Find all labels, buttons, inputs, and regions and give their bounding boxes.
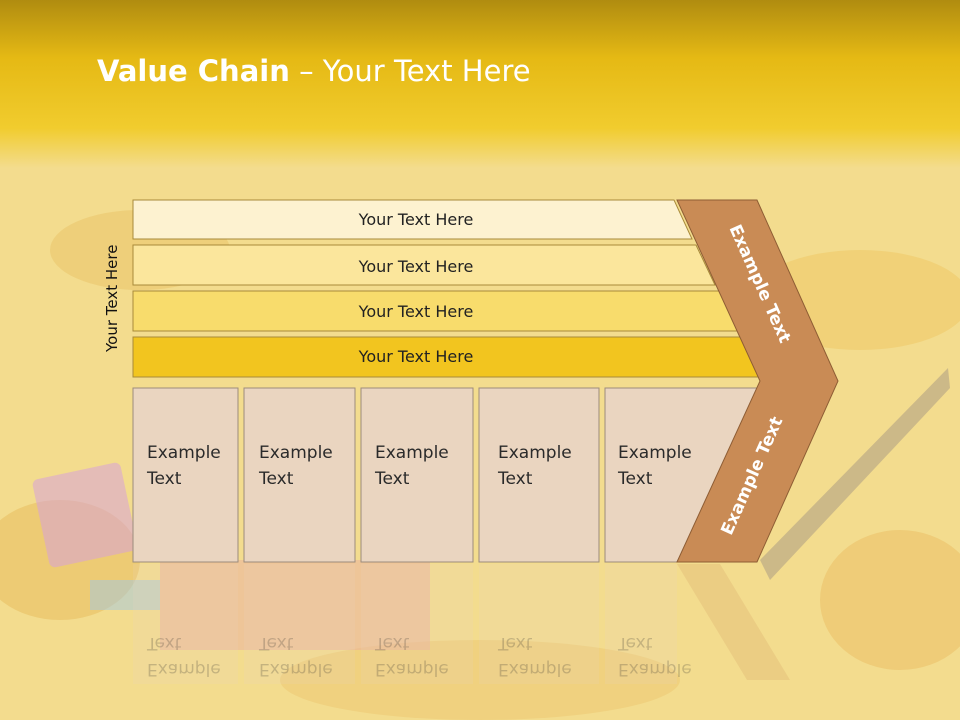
primary-box-2 [243,387,356,563]
primary-box-1-reflection: Example Text [147,630,237,682]
reflection-3-line2: Text [375,633,410,653]
boxes-reflection [133,564,790,684]
primary-box-3-line1: Example [375,443,449,463]
support-bar-1 [132,199,693,240]
primary-box-1-line1: Example [147,443,221,463]
reflection-2-line2: Text [259,633,294,653]
reflection-3-line1: Example [375,659,449,679]
primary-box-4 [478,387,600,563]
support-bar-2-label: Your Text Here [358,257,474,276]
primary-box-4-line2: Text [498,469,533,489]
reflection-5-line2: Text [618,633,653,653]
reflection-4-line2: Text [498,633,533,653]
primary-box-1 [132,387,239,563]
primary-box-5-reflection: Example Text [618,630,708,682]
title-bold: Value Chain [97,54,290,88]
primary-box-2-line2: Text [259,469,294,489]
primary-box-3-line2: Text [375,469,410,489]
support-bar-3-label: Your Text Here [358,302,474,321]
primary-box-2-reflection: Example Text [259,630,349,682]
support-bar-2 [132,244,716,286]
reflection-2-line1: Example [259,659,333,679]
margin-chevron [676,199,839,563]
slide-title: Value Chain – Your Text Here [97,54,531,88]
primary-box-5-line2: Text [618,469,653,489]
reflection-5-line1: Example [618,659,692,679]
reflection-1-line1: Example [147,659,221,679]
primary-box-5-line1: Example [618,443,692,463]
primary-box-4-reflection: Example Text [498,630,588,682]
primary-box-3-reflection: Example Text [375,630,465,682]
reflection-4-line1: Example [498,659,572,679]
primary-box-2-line1: Example [259,443,333,463]
primary-box-1-line2: Text [147,469,182,489]
support-bar-4-label: Your Text Here [358,347,474,366]
primary-box-4-line1: Example [498,443,572,463]
support-bar-1-label: Your Text Here [358,210,474,229]
title-rest: – Your Text Here [289,54,531,88]
reflection-1-line2: Text [147,633,182,653]
primary-box-3 [360,387,474,563]
